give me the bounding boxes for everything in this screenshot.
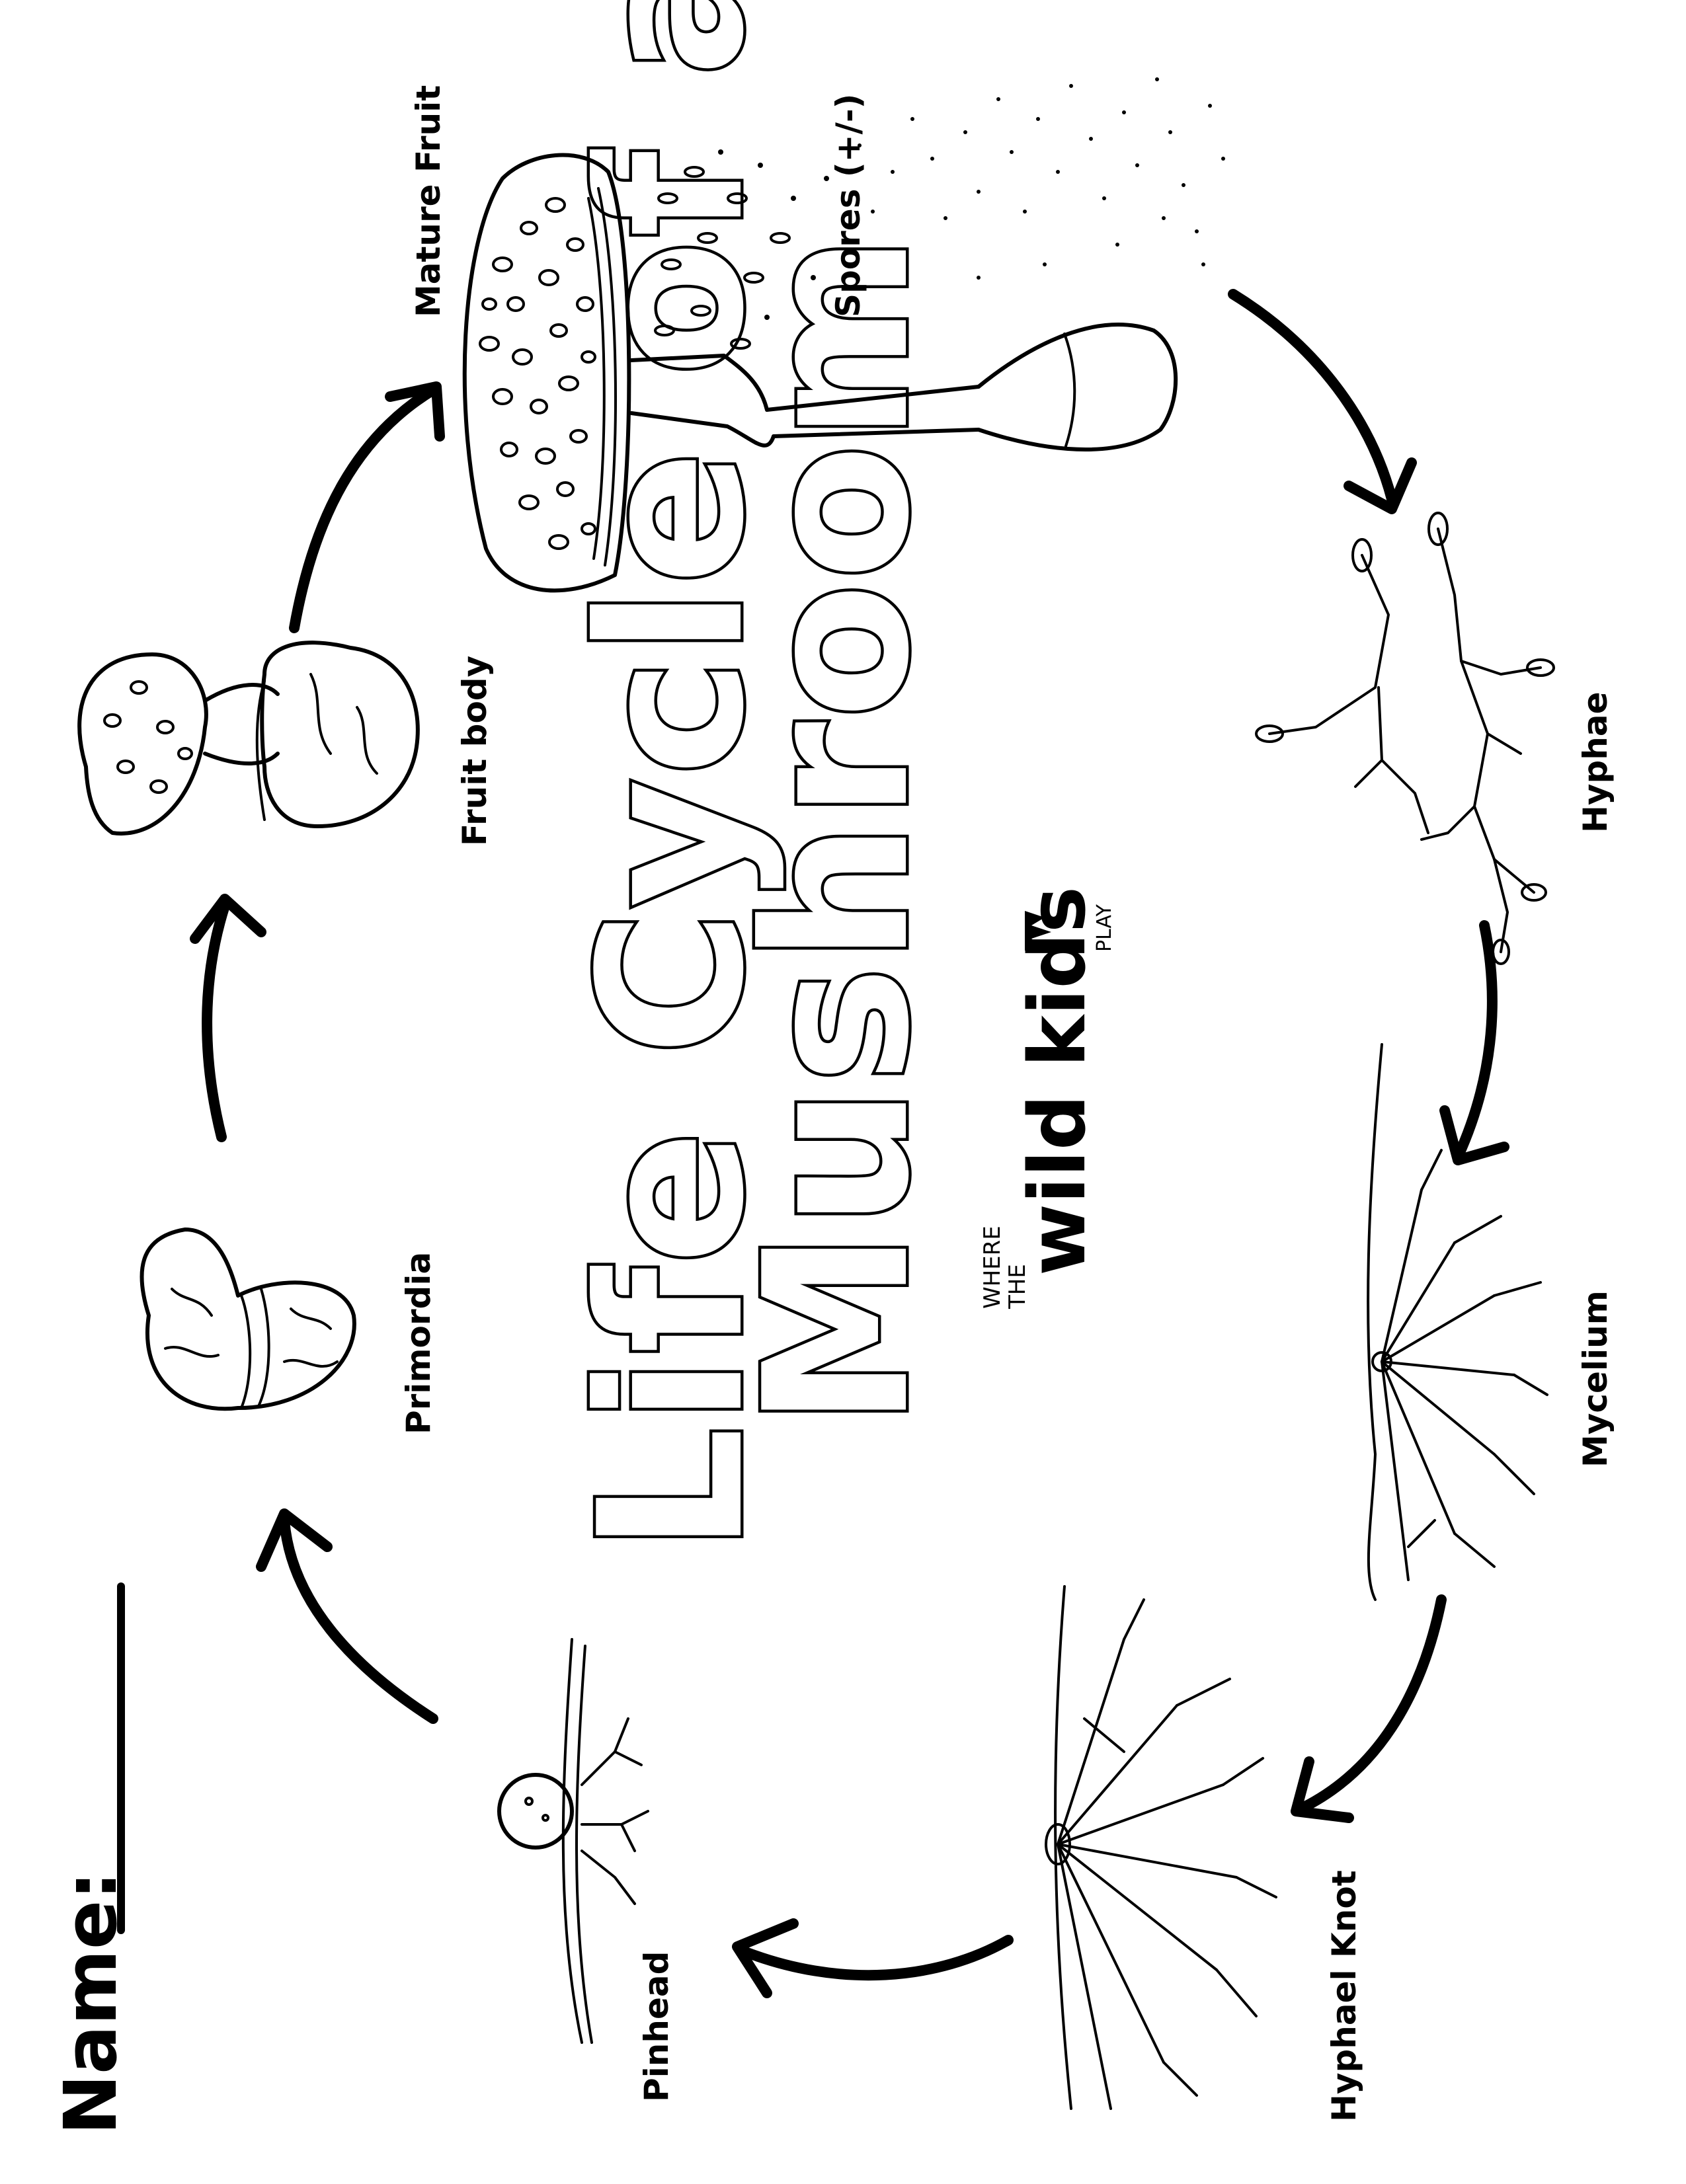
stage-label-hyphael-knot: Hyphael Knot: [1325, 1870, 1363, 2122]
logo-crown-icon: [1025, 911, 1051, 951]
primordia-illustration: [140, 1228, 356, 1411]
cycle-arrows: [190, 289, 1509, 1998]
stage-label-mycelium: Mycelium: [1576, 1290, 1615, 1467]
stage-label-primordia: Primordia: [399, 1252, 438, 1434]
arrow-fruitbody-to-mature: [289, 385, 438, 633]
logo-play: PLAY: [1093, 904, 1116, 952]
title-line-2: Mushroom: [722, 232, 953, 1428]
arrow-knot-to-pinhead: [735, 1935, 1014, 1981]
stage-label-fruit-body: Fruit body: [456, 656, 494, 846]
stage-label-spores: Spores (+/-): [829, 93, 867, 317]
logo-the: THE: [1004, 1264, 1031, 1309]
logo-where: WHERE: [979, 1226, 1006, 1309]
arrow-spores-to-hyphae: [1228, 289, 1397, 504]
arrow-mycelium-to-knot: [1297, 1594, 1447, 1813]
wild-kids-logo: WHERE THE wild kids PLAY: [979, 886, 1116, 1309]
arrow-pinhead-to-primordia: [279, 1515, 438, 1724]
name-field: Name:: [48, 1582, 133, 2135]
arrow-primordia-to-fruitbody: [202, 900, 230, 1142]
pinhead-illustration: [497, 1638, 649, 2044]
arrow-hyphae-to-mycelium: [1453, 920, 1498, 1162]
stage-label-hyphae: Hyphae: [1576, 692, 1615, 833]
hyphae-illustration: [1255, 512, 1555, 965]
stage-label-pinhead: Pinhead: [637, 1951, 676, 2102]
logo-wild-kids: wild kids: [1012, 886, 1103, 1276]
fruit-body-illustration: [77, 641, 420, 836]
mature-fruit-illustration: [462, 153, 1178, 593]
title-block: Life Cycle of a Mushroom: [554, 0, 956, 1557]
hyphael-knot-illustration: [1045, 1585, 1277, 2110]
stage-label-mature-fruit: Mature Fruit: [409, 85, 448, 317]
spores-illustration: [654, 77, 1225, 350]
mycelium-illustration: [1367, 1043, 1548, 1601]
